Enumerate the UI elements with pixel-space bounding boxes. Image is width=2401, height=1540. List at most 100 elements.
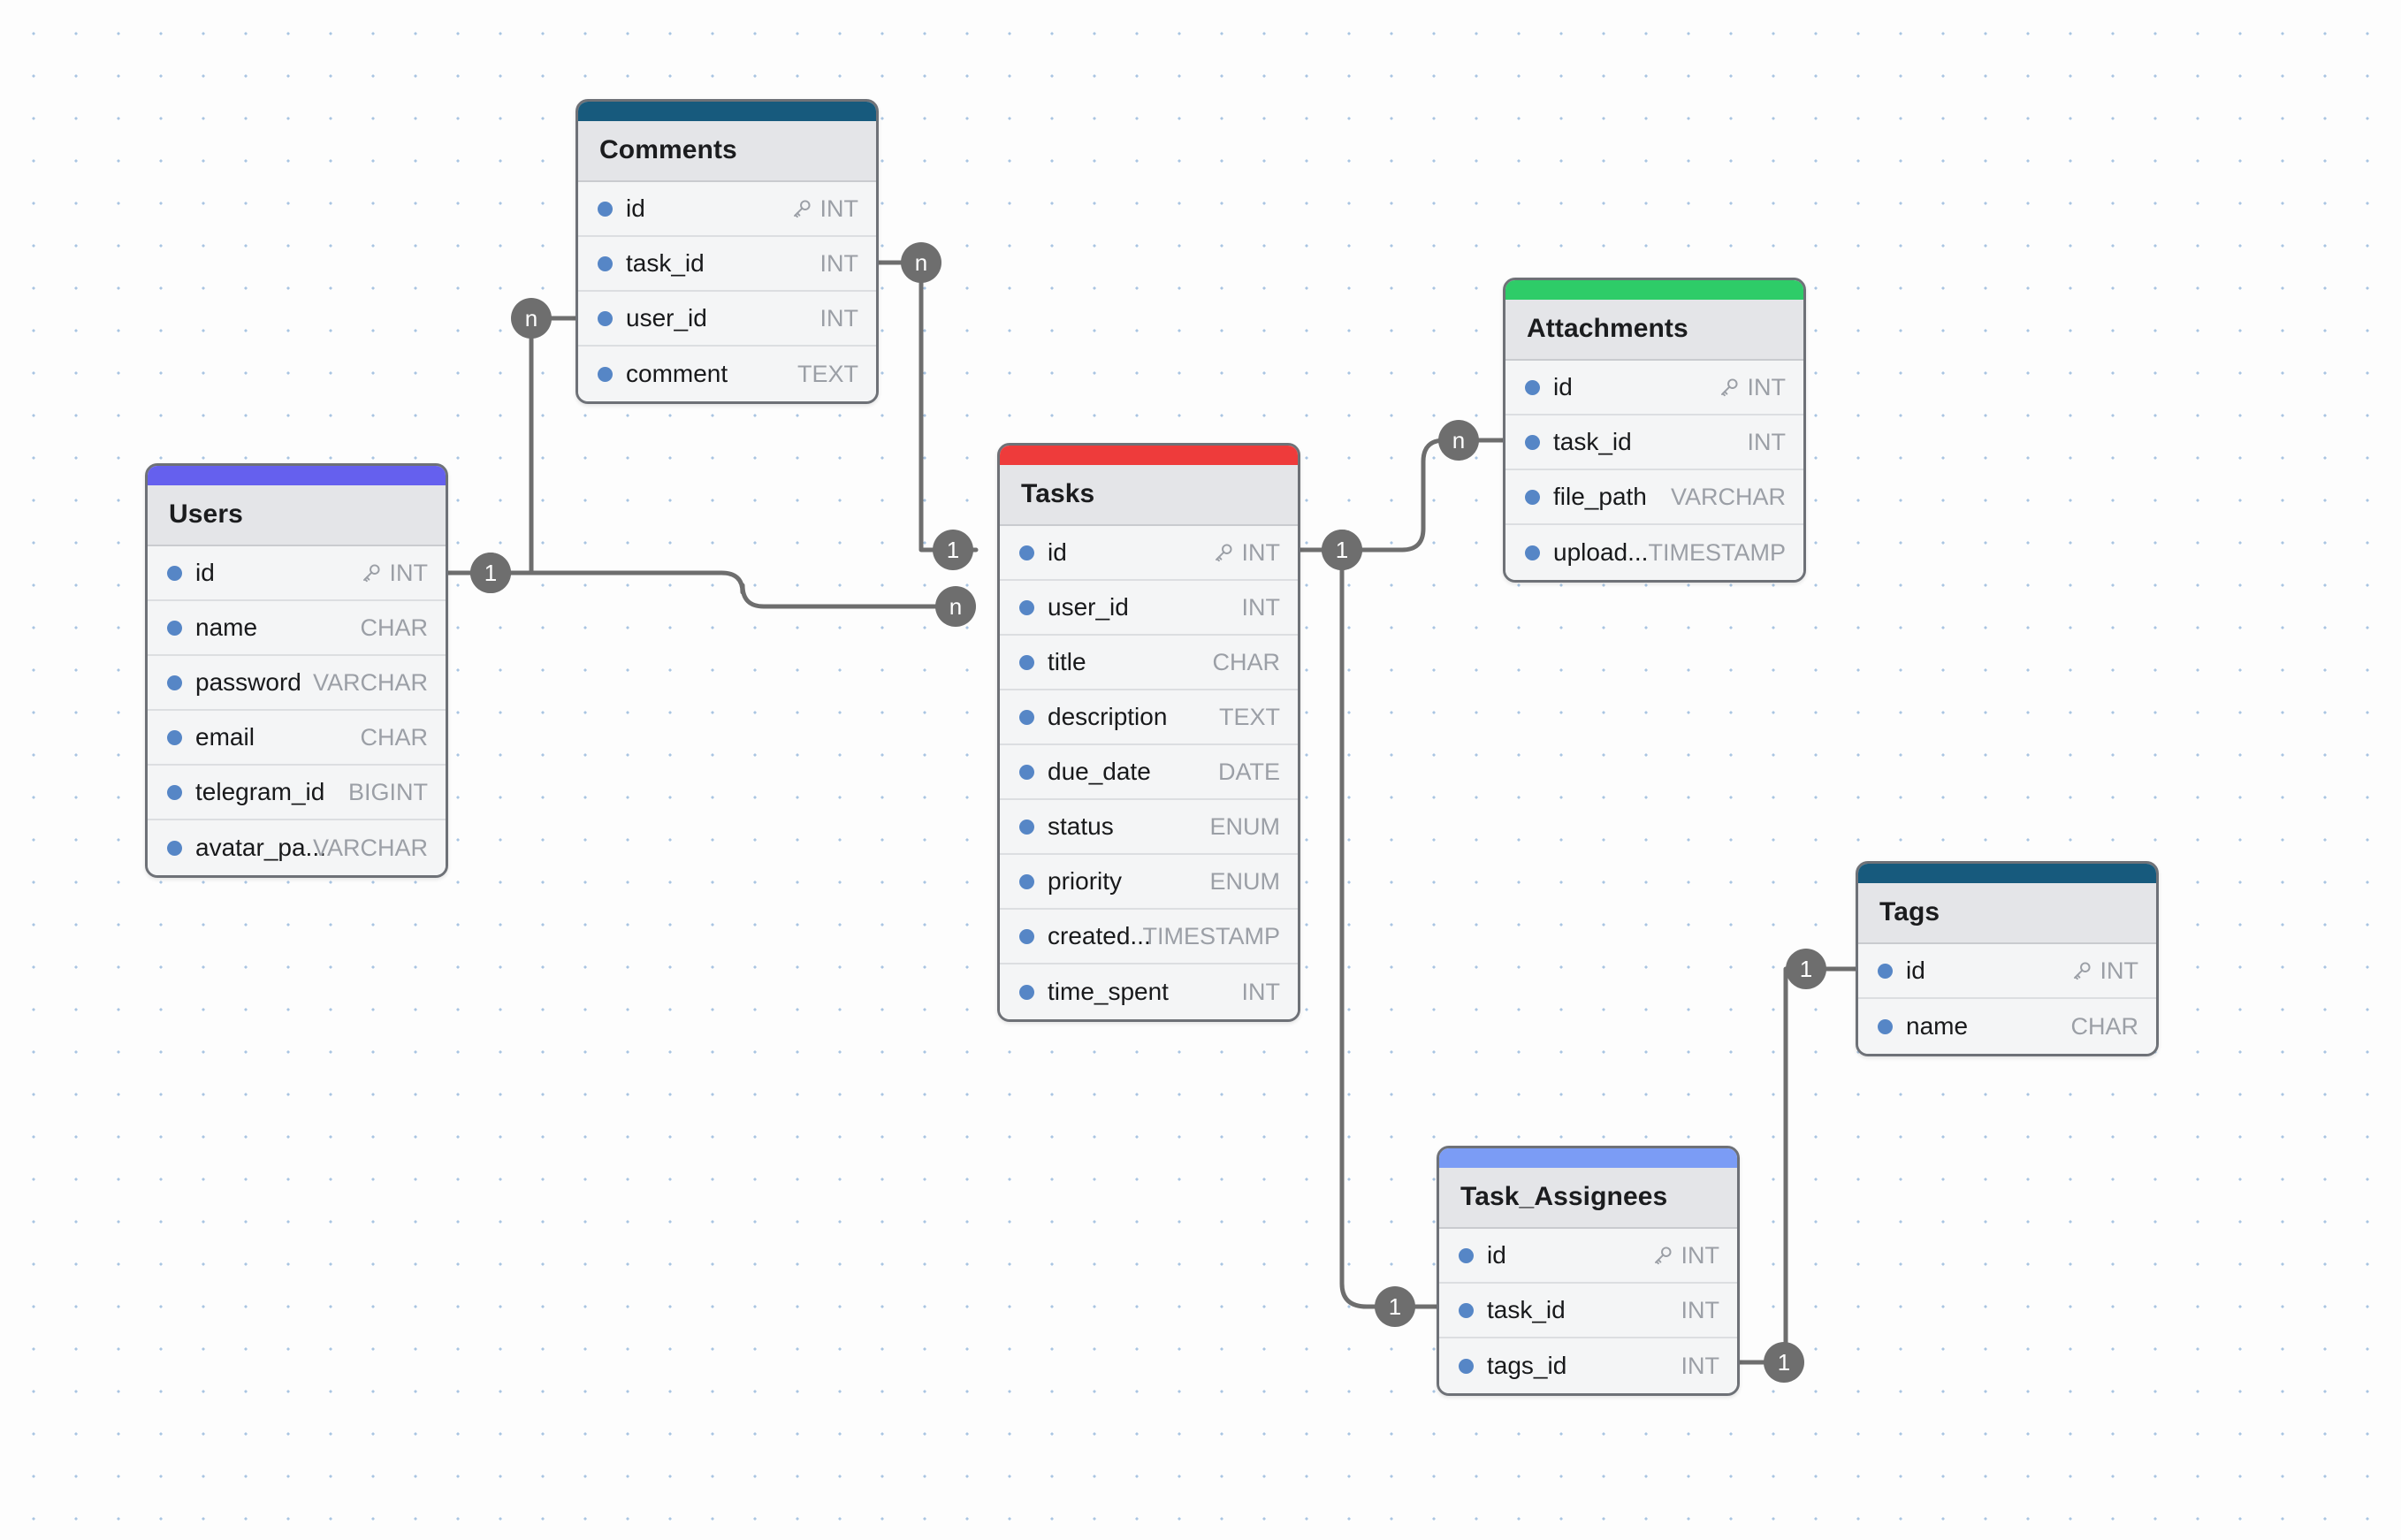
field-name: comment [626,360,728,387]
field-bullet-icon [1019,819,1034,835]
field-type: TEXT [1218,703,1280,730]
table-title-users: Users [148,485,446,546]
field-type: INT [1747,428,1787,455]
field-name: id [1048,538,1067,566]
field-row[interactable]: id INT [578,182,876,237]
field-name-group: tags_id [1459,1352,1566,1380]
field-row[interactable]: upload...TIMESTAMP [1505,525,1803,580]
field-bullet-icon [1019,654,1034,670]
field-name-group: priority [1019,867,1122,896]
table-title-task_assignees: Task_Assignees [1439,1168,1737,1229]
field-bullet-icon [167,620,182,636]
field-name-group: email [167,723,255,751]
field-row[interactable]: time_spent INT [1000,964,1298,1019]
table-title-tasks: Tasks [1000,465,1298,526]
field-bullet-icon [1878,963,1893,979]
table-accent-bar-users [148,466,446,485]
field-row[interactable]: id INT [1000,526,1298,581]
field-type-group: TIMESTAMP [1648,539,1786,567]
cardinality-badge[interactable]: n [901,242,941,283]
cardinality-badge[interactable]: n [1438,420,1479,461]
table-accent-bar-tags [1858,864,2156,883]
field-type: ENUM [1209,867,1281,895]
cardinality-badge[interactable]: 1 [1764,1342,1804,1383]
field-type: DATE [1217,758,1280,785]
field-type-group: CHAR [2070,1013,2138,1041]
field-bullet-icon [1019,873,1034,889]
primary-key-icon [1651,1244,1674,1267]
field-name-group: password [167,668,301,697]
field-name: id [1906,957,1925,984]
cardinality-badge[interactable]: 1 [1375,1286,1415,1327]
field-row[interactable]: priority ENUM [1000,855,1298,910]
field-name-group: upload... [1525,538,1648,567]
field-type: INT [819,249,859,277]
field-name-group: time_spent [1019,978,1169,1006]
cardinality-badge[interactable]: n [935,586,976,627]
field-name: title [1048,648,1086,675]
field-type-group: INT [1681,1297,1720,1324]
field-bullet-icon [1019,928,1034,944]
primary-key-icon [1718,376,1741,399]
field-bullet-icon [598,255,613,271]
field-type-group: INT [1718,374,1786,401]
field-bullet-icon [167,840,182,856]
field-bullet-icon [598,201,613,217]
field-bullet-icon [598,366,613,382]
field-bullet-icon [1525,545,1540,560]
cardinality-badge[interactable]: 1 [1786,949,1826,989]
field-name-group: id [598,194,645,223]
field-type-group: INT [790,194,859,223]
field-row[interactable]: created...TIMESTAMP [1000,910,1298,964]
field-type: INT [819,194,859,222]
field-name: password [195,668,301,696]
cardinality-badge[interactable]: 1 [933,530,973,570]
field-row[interactable]: avatar_pa...VARCHAR [148,820,446,875]
field-row[interactable]: comment TEXT [578,347,876,401]
field-type: INT [1681,1241,1720,1269]
cardinality-badge[interactable]: 1 [1322,530,1362,570]
field-bullet-icon [167,675,182,690]
field-type-group: INT [1242,979,1281,1006]
field-name-group: id [167,559,215,587]
field-type: INT [1681,1296,1720,1323]
field-type: INT [1241,538,1281,566]
field-type: TEXT [797,360,858,387]
field-name-group: file_path [1525,483,1647,511]
field-name-group: name [167,614,257,642]
cardinality-badge[interactable]: 1 [470,553,511,593]
primary-key-icon [2070,959,2093,982]
table-accent-bar-tasks [1000,446,1298,465]
field-type: VARCHAR [312,834,428,861]
cardinality-badge[interactable]: n [511,298,552,339]
